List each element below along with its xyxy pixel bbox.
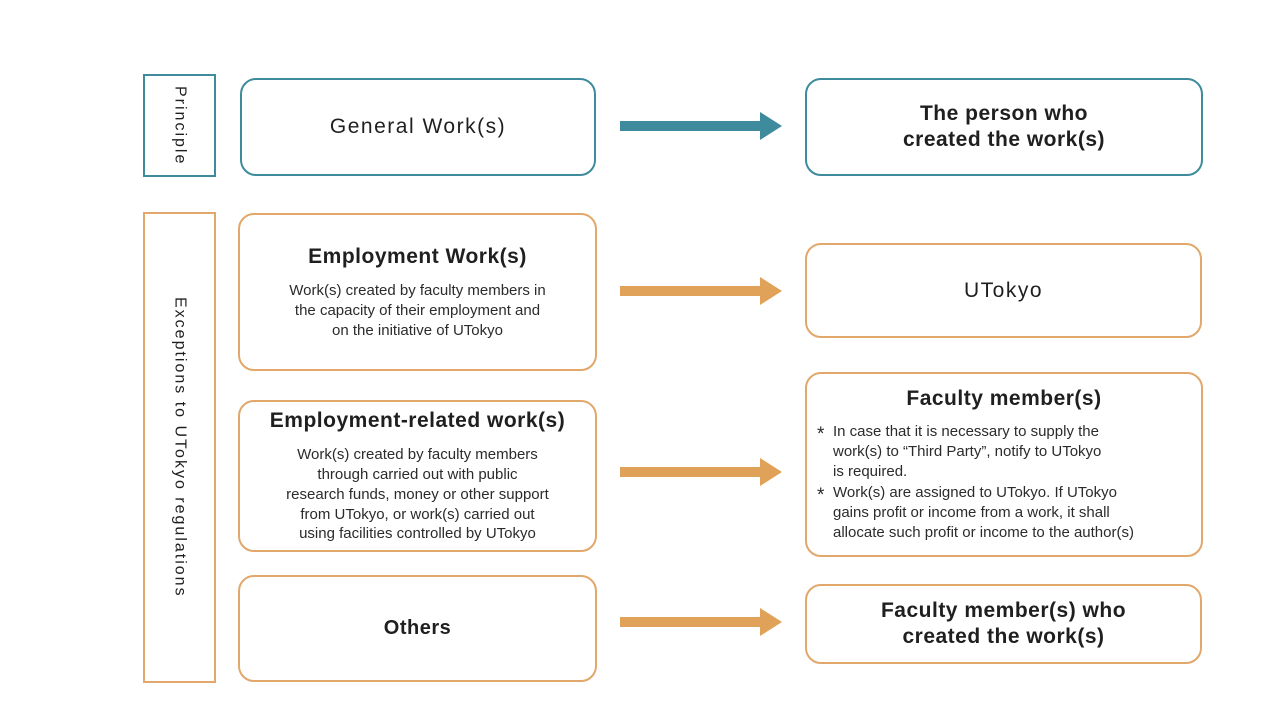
utokyo-box: UTokyo <box>805 243 1202 338</box>
arrow-shaft <box>620 286 760 296</box>
general-works-box: General Work(s) <box>240 78 596 176</box>
arrow-employment-to-utokyo <box>620 277 782 305</box>
faculty-who-created-title: Faculty member(s) who created the work(s… <box>880 598 1127 648</box>
employment-related-works-box: Employment-related work(s) Work(s) creat… <box>238 400 597 552</box>
arrow-shaft <box>620 121 760 131</box>
arrow-related-to-faculty <box>620 458 782 486</box>
faculty-members-box: Faculty member(s) * In case that it is n… <box>805 372 1203 557</box>
utokyo-title: UTokyo <box>963 278 1044 302</box>
employment-works-box: Employment Work(s) Work(s) created by fa… <box>238 213 597 371</box>
exceptions-category-label: Exceptions to UTokyo regulations <box>143 212 216 683</box>
principle-category-text: Principle <box>171 85 189 166</box>
faculty-members-title: Faculty member(s) <box>906 387 1102 410</box>
exceptions-category-text: Exceptions to UTokyo regulations <box>171 297 189 598</box>
arrow-general-to-person <box>620 112 782 140</box>
employment-related-works-description: Work(s) created by faculty members throu… <box>286 446 549 543</box>
others-title: Others <box>383 617 452 639</box>
arrow-head-icon <box>760 608 782 636</box>
faculty-note-text: Work(s) are assigned to UTokyo. If UToky… <box>833 484 1134 541</box>
employment-related-works-title: Employment-related work(s) <box>269 408 566 432</box>
arrow-shaft <box>620 467 760 477</box>
employment-works-title: Employment Work(s) <box>308 244 527 268</box>
arrow-shaft <box>620 617 760 627</box>
faculty-who-created-box: Faculty member(s) who created the work(s… <box>805 584 1202 664</box>
faculty-note: * Work(s) are assigned to UTokyo. If UTo… <box>817 483 1191 543</box>
employment-works-description: Work(s) created by faculty members in th… <box>289 281 546 339</box>
faculty-members-notes: * In case that it is necessary to supply… <box>817 422 1191 543</box>
faculty-note: * In case that it is necessary to supply… <box>817 422 1191 482</box>
person-created-title: The person who created the work(s) <box>902 101 1106 151</box>
arrow-others-to-faculty-who <box>620 608 782 636</box>
arrow-head-icon <box>760 112 782 140</box>
person-created-box: The person who created the work(s) <box>805 78 1203 176</box>
principle-category-label: Principle <box>143 74 216 177</box>
arrow-head-icon <box>760 277 782 305</box>
asterisk-marker: * <box>817 485 825 507</box>
others-box: Others <box>238 575 597 682</box>
asterisk-marker: * <box>817 424 825 446</box>
faculty-note-text: In case that it is necessary to supply t… <box>833 423 1102 481</box>
arrow-head-icon <box>760 458 782 486</box>
general-works-title: General Work(s) <box>329 115 507 138</box>
